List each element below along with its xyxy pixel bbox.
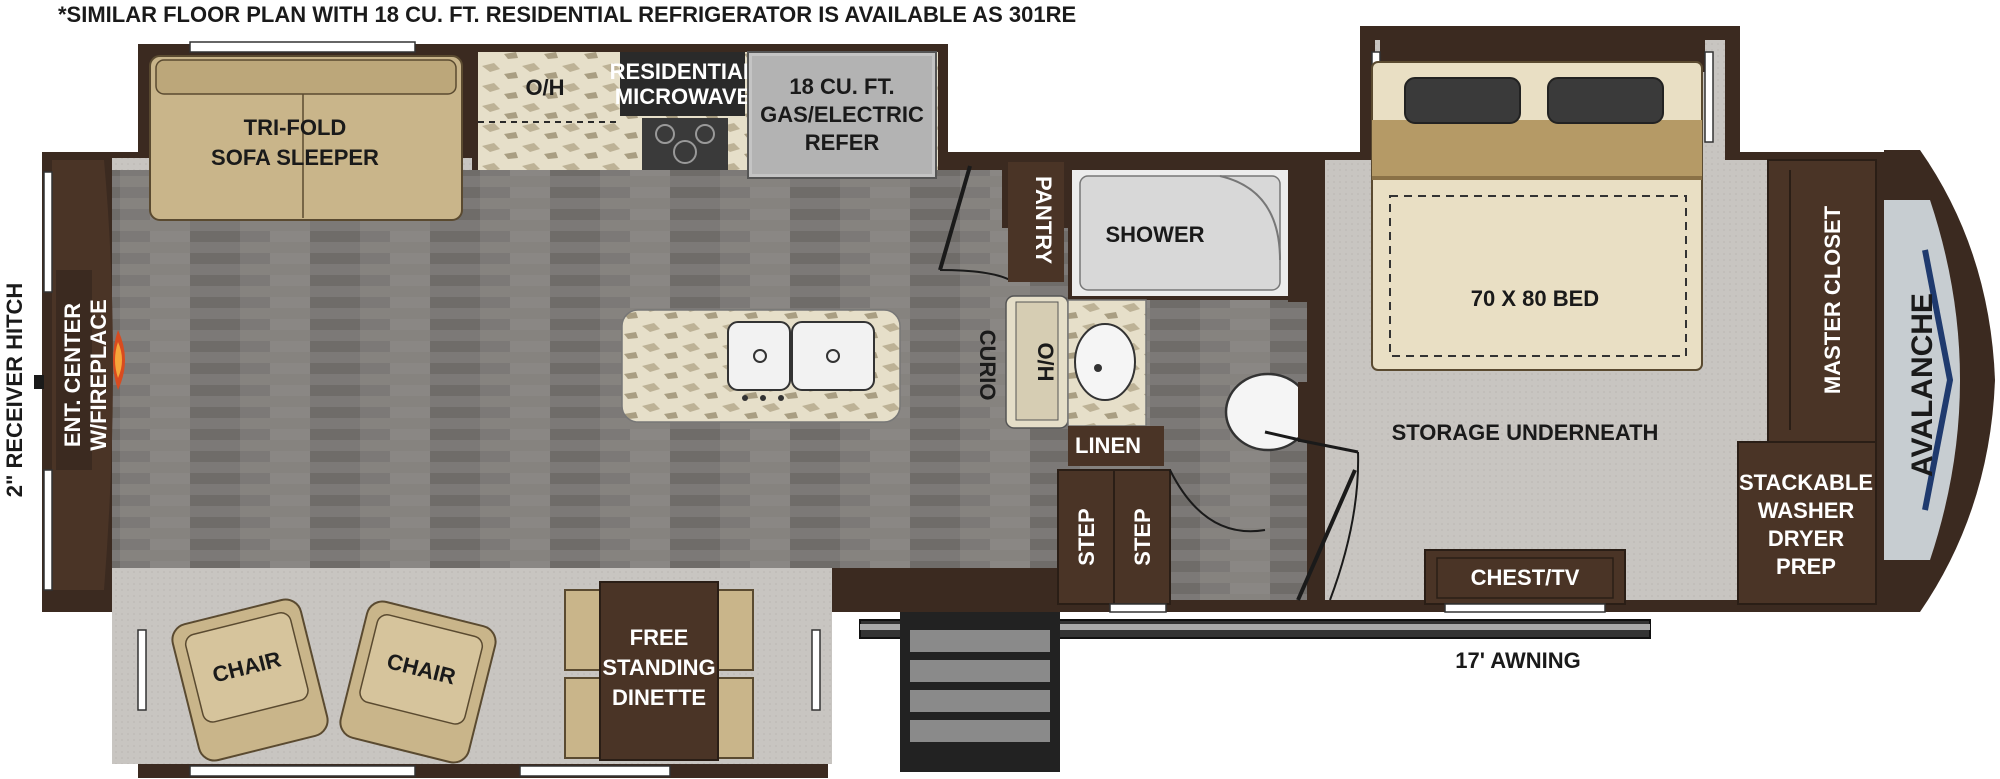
window (189, 41, 416, 53)
dinette-label-3: DINETTE (612, 685, 706, 710)
bed-label: 70 X 80 BED (1471, 286, 1599, 311)
window (43, 171, 53, 293)
washer-dryer-prep[interactable]: STACKABLE WASHER DRYER PREP (1737, 441, 1877, 605)
refer-label-2: GAS/ELECTRIC (760, 102, 924, 127)
free-standing-dinette[interactable]: FREE STANDING DINETTE (564, 581, 754, 761)
interior-steps[interactable]: STEP STEP (1057, 469, 1171, 605)
kitchen-overhead-label: O/H (525, 75, 564, 100)
exterior-stairs[interactable] (900, 612, 1060, 772)
washer-label-3: DRYER (1768, 526, 1844, 551)
storage-underneath-label: STORAGE UNDERNEATH (1392, 420, 1659, 445)
window (519, 765, 671, 777)
bed[interactable]: 70 X 80 BED (1371, 40, 1714, 371)
cooktop[interactable] (642, 118, 728, 170)
refer-label-3: REFER (805, 130, 880, 155)
linen-label: LINEN (1075, 433, 1141, 458)
master-closet-label: MASTER CLOSET (1820, 205, 1845, 394)
bath-overhead-label: O/H (1033, 342, 1058, 381)
chair[interactable]: CHAIR (337, 598, 499, 766)
front-cap-logo: AVALANCHE (1884, 200, 1960, 560)
entertainment-center[interactable]: ENT. CENTER W/FIREPLACE (52, 160, 125, 590)
window (189, 765, 416, 777)
pantry-label: PANTRY (1031, 176, 1056, 264)
window (1444, 603, 1606, 613)
ent-center-label-1: ENT. CENTER (60, 303, 85, 447)
gas-electric-refrigerator[interactable]: 18 CU. FT. GAS/ELECTRIC REFER (747, 51, 937, 179)
pantry[interactable]: PANTRY (1008, 162, 1064, 282)
microwave-label-1: RESIDENTIAL (610, 59, 757, 84)
floorplan-note: *SIMILAR FLOOR PLAN WITH 18 CU. FT. RESI… (58, 2, 1076, 27)
residential-microwave[interactable]: RESIDENTIAL MICROWAVE (610, 52, 757, 116)
bath-vanity[interactable] (1067, 299, 1147, 427)
window (137, 629, 147, 711)
step-label-1: STEP (1074, 508, 1099, 565)
window (1109, 603, 1167, 613)
chair[interactable]: CHAIR (169, 596, 331, 764)
shower[interactable]: SHOWER (1068, 166, 1292, 300)
master-closet[interactable]: MASTER CLOSET (1767, 159, 1877, 443)
ent-center-label-2: W/FIREPLACE (86, 299, 111, 451)
microwave-label-2: MICROWAVE (615, 84, 751, 109)
bath-overhead-cabinet: O/H (1005, 295, 1069, 429)
bath-door[interactable] (1169, 430, 1301, 533)
receiver-hitch-label: 2" RECEIVER HITCH (2, 283, 27, 498)
entry-door[interactable] (938, 165, 1011, 281)
awning-label: 17' AWNING (1455, 648, 1580, 673)
window (811, 629, 821, 711)
chest-tv[interactable]: CHEST/TV (1424, 549, 1626, 605)
chest-tv-label: CHEST/TV (1471, 565, 1580, 590)
brand-logo: AVALANCHE (1906, 293, 1939, 477)
sofa-label-1: TRI-FOLD (244, 115, 347, 140)
receiver-hitch (34, 375, 44, 389)
dinette-label-1: FREE (630, 625, 689, 650)
window (43, 469, 53, 591)
toilet[interactable] (1224, 372, 1312, 452)
linen-cabinet[interactable]: LINEN (1068, 426, 1164, 466)
shower-label: SHOWER (1106, 222, 1205, 247)
curio-label: CURIO (975, 330, 1000, 401)
tri-fold-sofa-sleeper[interactable]: TRI-FOLD SOFA SLEEPER (149, 55, 463, 221)
washer-label-1: STACKABLE (1739, 470, 1873, 495)
step-label-2: STEP (1130, 508, 1155, 565)
bedroom-door[interactable] (1296, 438, 1360, 601)
dinette-label-2: STANDING (602, 655, 715, 680)
living-wood-floor (112, 228, 1097, 568)
washer-label-2: WASHER (1758, 498, 1855, 523)
kitchen-island[interactable] (621, 309, 901, 423)
washer-label-4: PREP (1776, 554, 1836, 579)
refer-label-1: 18 CU. FT. (789, 74, 894, 99)
sofa-label-2: SOFA SLEEPER (211, 145, 379, 170)
